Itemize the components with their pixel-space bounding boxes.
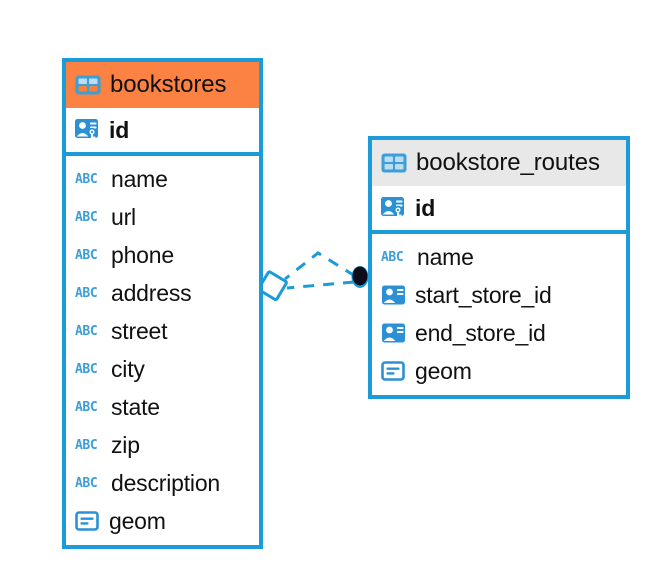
field-list-bookstores: ABC name ABC url ABC phone ABC — [66, 156, 259, 545]
field-label: street — [111, 317, 168, 344]
field-row-id[interactable]: id — [372, 186, 626, 230]
abc-text-icon-label: ABC — [75, 475, 98, 491]
abc-text-icon: ABC — [75, 435, 103, 455]
table-grid-icon — [381, 153, 407, 173]
abc-text-icon-label: ABC — [381, 249, 404, 265]
field-row-phone[interactable]: ABC phone — [66, 236, 259, 274]
primary-key-icon — [381, 196, 407, 220]
abc-text-icon: ABC — [75, 473, 103, 493]
field-row-zip[interactable]: ABC zip — [66, 426, 259, 464]
field-label: name — [417, 243, 474, 270]
field-label: name — [111, 165, 168, 192]
field-row-url[interactable]: ABC url — [66, 198, 259, 236]
field-row-street[interactable]: ABC street — [66, 312, 259, 350]
field-label: start_store_id — [415, 281, 552, 308]
field-label: id — [109, 116, 130, 143]
abc-text-icon: ABC — [75, 169, 103, 189]
primary-key-icon — [75, 118, 101, 142]
entity-title: bookstores — [110, 71, 227, 98]
field-label: phone — [111, 241, 174, 268]
abc-text-icon-label: ABC — [75, 323, 98, 339]
field-label: state — [111, 393, 160, 420]
table-grid-icon — [75, 75, 101, 95]
entity-table-bookstore-routes[interactable]: bookstore_routes — [368, 136, 630, 399]
relationship-line-lower — [286, 280, 355, 290]
filled-circle-marker — [351, 266, 369, 288]
field-row-name[interactable]: ABC name — [372, 238, 626, 276]
field-label: description — [111, 469, 221, 496]
field-row-geom[interactable]: geom — [66, 502, 259, 540]
abc-text-icon-label: ABC — [75, 209, 98, 225]
entity-table-bookstores[interactable]: bookstores — [62, 58, 263, 549]
foreign-key-icon — [381, 322, 407, 344]
field-list-bookstore-routes: ABC name start_store_id — [372, 234, 626, 395]
field-label: url — [111, 203, 136, 230]
field-row-id[interactable]: id — [66, 108, 259, 152]
abc-text-icon-label: ABC — [75, 247, 98, 263]
primary-key-block-bookstores: id — [66, 108, 259, 156]
abc-text-icon: ABC — [75, 321, 103, 341]
field-row-geom[interactable]: geom — [372, 352, 626, 390]
field-row-description[interactable]: ABC description — [66, 464, 259, 502]
entity-header-bookstores[interactable]: bookstores — [66, 62, 259, 108]
geometry-icon — [75, 510, 101, 532]
field-row-start-store-id[interactable]: start_store_id — [372, 276, 626, 314]
abc-text-icon-label: ABC — [75, 437, 98, 453]
foreign-key-icon — [381, 284, 407, 306]
entity-header-bookstore-routes[interactable]: bookstore_routes — [372, 140, 626, 186]
field-label: geom — [415, 357, 472, 384]
field-row-end-store-id[interactable]: end_store_id — [372, 314, 626, 352]
abc-text-icon: ABC — [381, 247, 409, 267]
abc-text-icon-label: ABC — [75, 171, 98, 187]
abc-text-icon-label: ABC — [75, 399, 98, 415]
abc-text-icon: ABC — [75, 397, 103, 417]
field-row-name[interactable]: ABC name — [66, 160, 259, 198]
field-row-address[interactable]: ABC address — [66, 274, 259, 312]
field-row-city[interactable]: ABC city — [66, 350, 259, 388]
entity-title: bookstore_routes — [416, 149, 600, 176]
abc-text-icon: ABC — [75, 283, 103, 303]
field-row-state[interactable]: ABC state — [66, 388, 259, 426]
primary-key-block-bookstore-routes: id — [372, 186, 626, 234]
field-label: end_store_id — [415, 319, 546, 346]
abc-text-icon: ABC — [75, 245, 103, 265]
abc-text-icon: ABC — [75, 359, 103, 379]
abc-text-icon: ABC — [75, 207, 103, 227]
field-label: id — [415, 194, 436, 221]
field-label: geom — [109, 507, 166, 534]
geometry-icon — [381, 360, 407, 382]
field-label: city — [111, 355, 145, 382]
field-label: address — [111, 279, 192, 306]
abc-text-icon-label: ABC — [75, 361, 98, 377]
field-label: zip — [111, 431, 140, 458]
abc-text-icon-label: ABC — [75, 285, 98, 301]
relationship-line-upper — [284, 251, 356, 281]
